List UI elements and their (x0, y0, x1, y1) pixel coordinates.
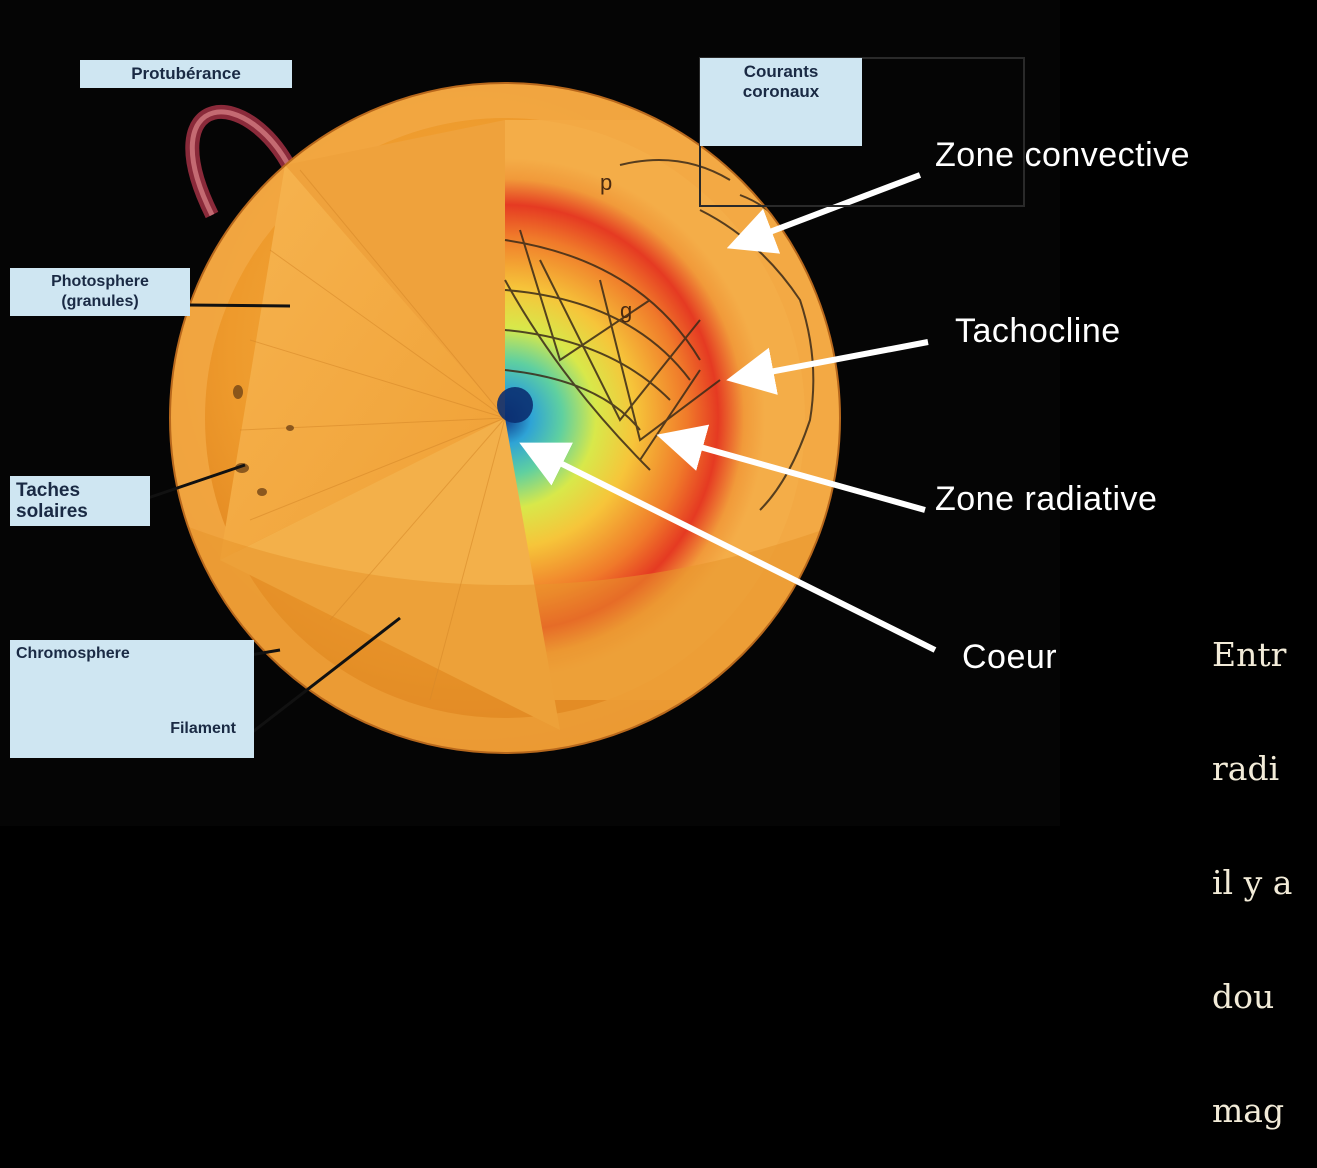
mode-label-g: g (620, 298, 632, 323)
label-courants-coronaux: Courants coronaux (700, 58, 862, 146)
caption-line: dou (1212, 978, 1292, 1016)
label-zone-convective: Zone convective (935, 136, 1190, 175)
label-protuberance: Protubérance (80, 60, 292, 88)
label-taches-solaires: Taches solaires (10, 476, 150, 526)
caption-line: radi (1212, 750, 1292, 788)
label-tachocline: Tachocline (955, 312, 1121, 351)
caption-line: mag (1212, 1092, 1292, 1130)
label-photosphere: Photosphere (granules) (10, 268, 190, 316)
mode-label-p: p (600, 170, 612, 195)
caption-line: il y a (1212, 864, 1292, 902)
label-chromosphere: Chromosphere (10, 640, 254, 758)
label-coeur: Coeur (962, 638, 1057, 677)
caption-fragment: Entr radi il y a dou mag (1212, 560, 1292, 1168)
caption-line: Entr (1212, 636, 1292, 674)
label-zone-radiative: Zone radiative (935, 480, 1157, 519)
label-filament: Filament (140, 719, 236, 739)
